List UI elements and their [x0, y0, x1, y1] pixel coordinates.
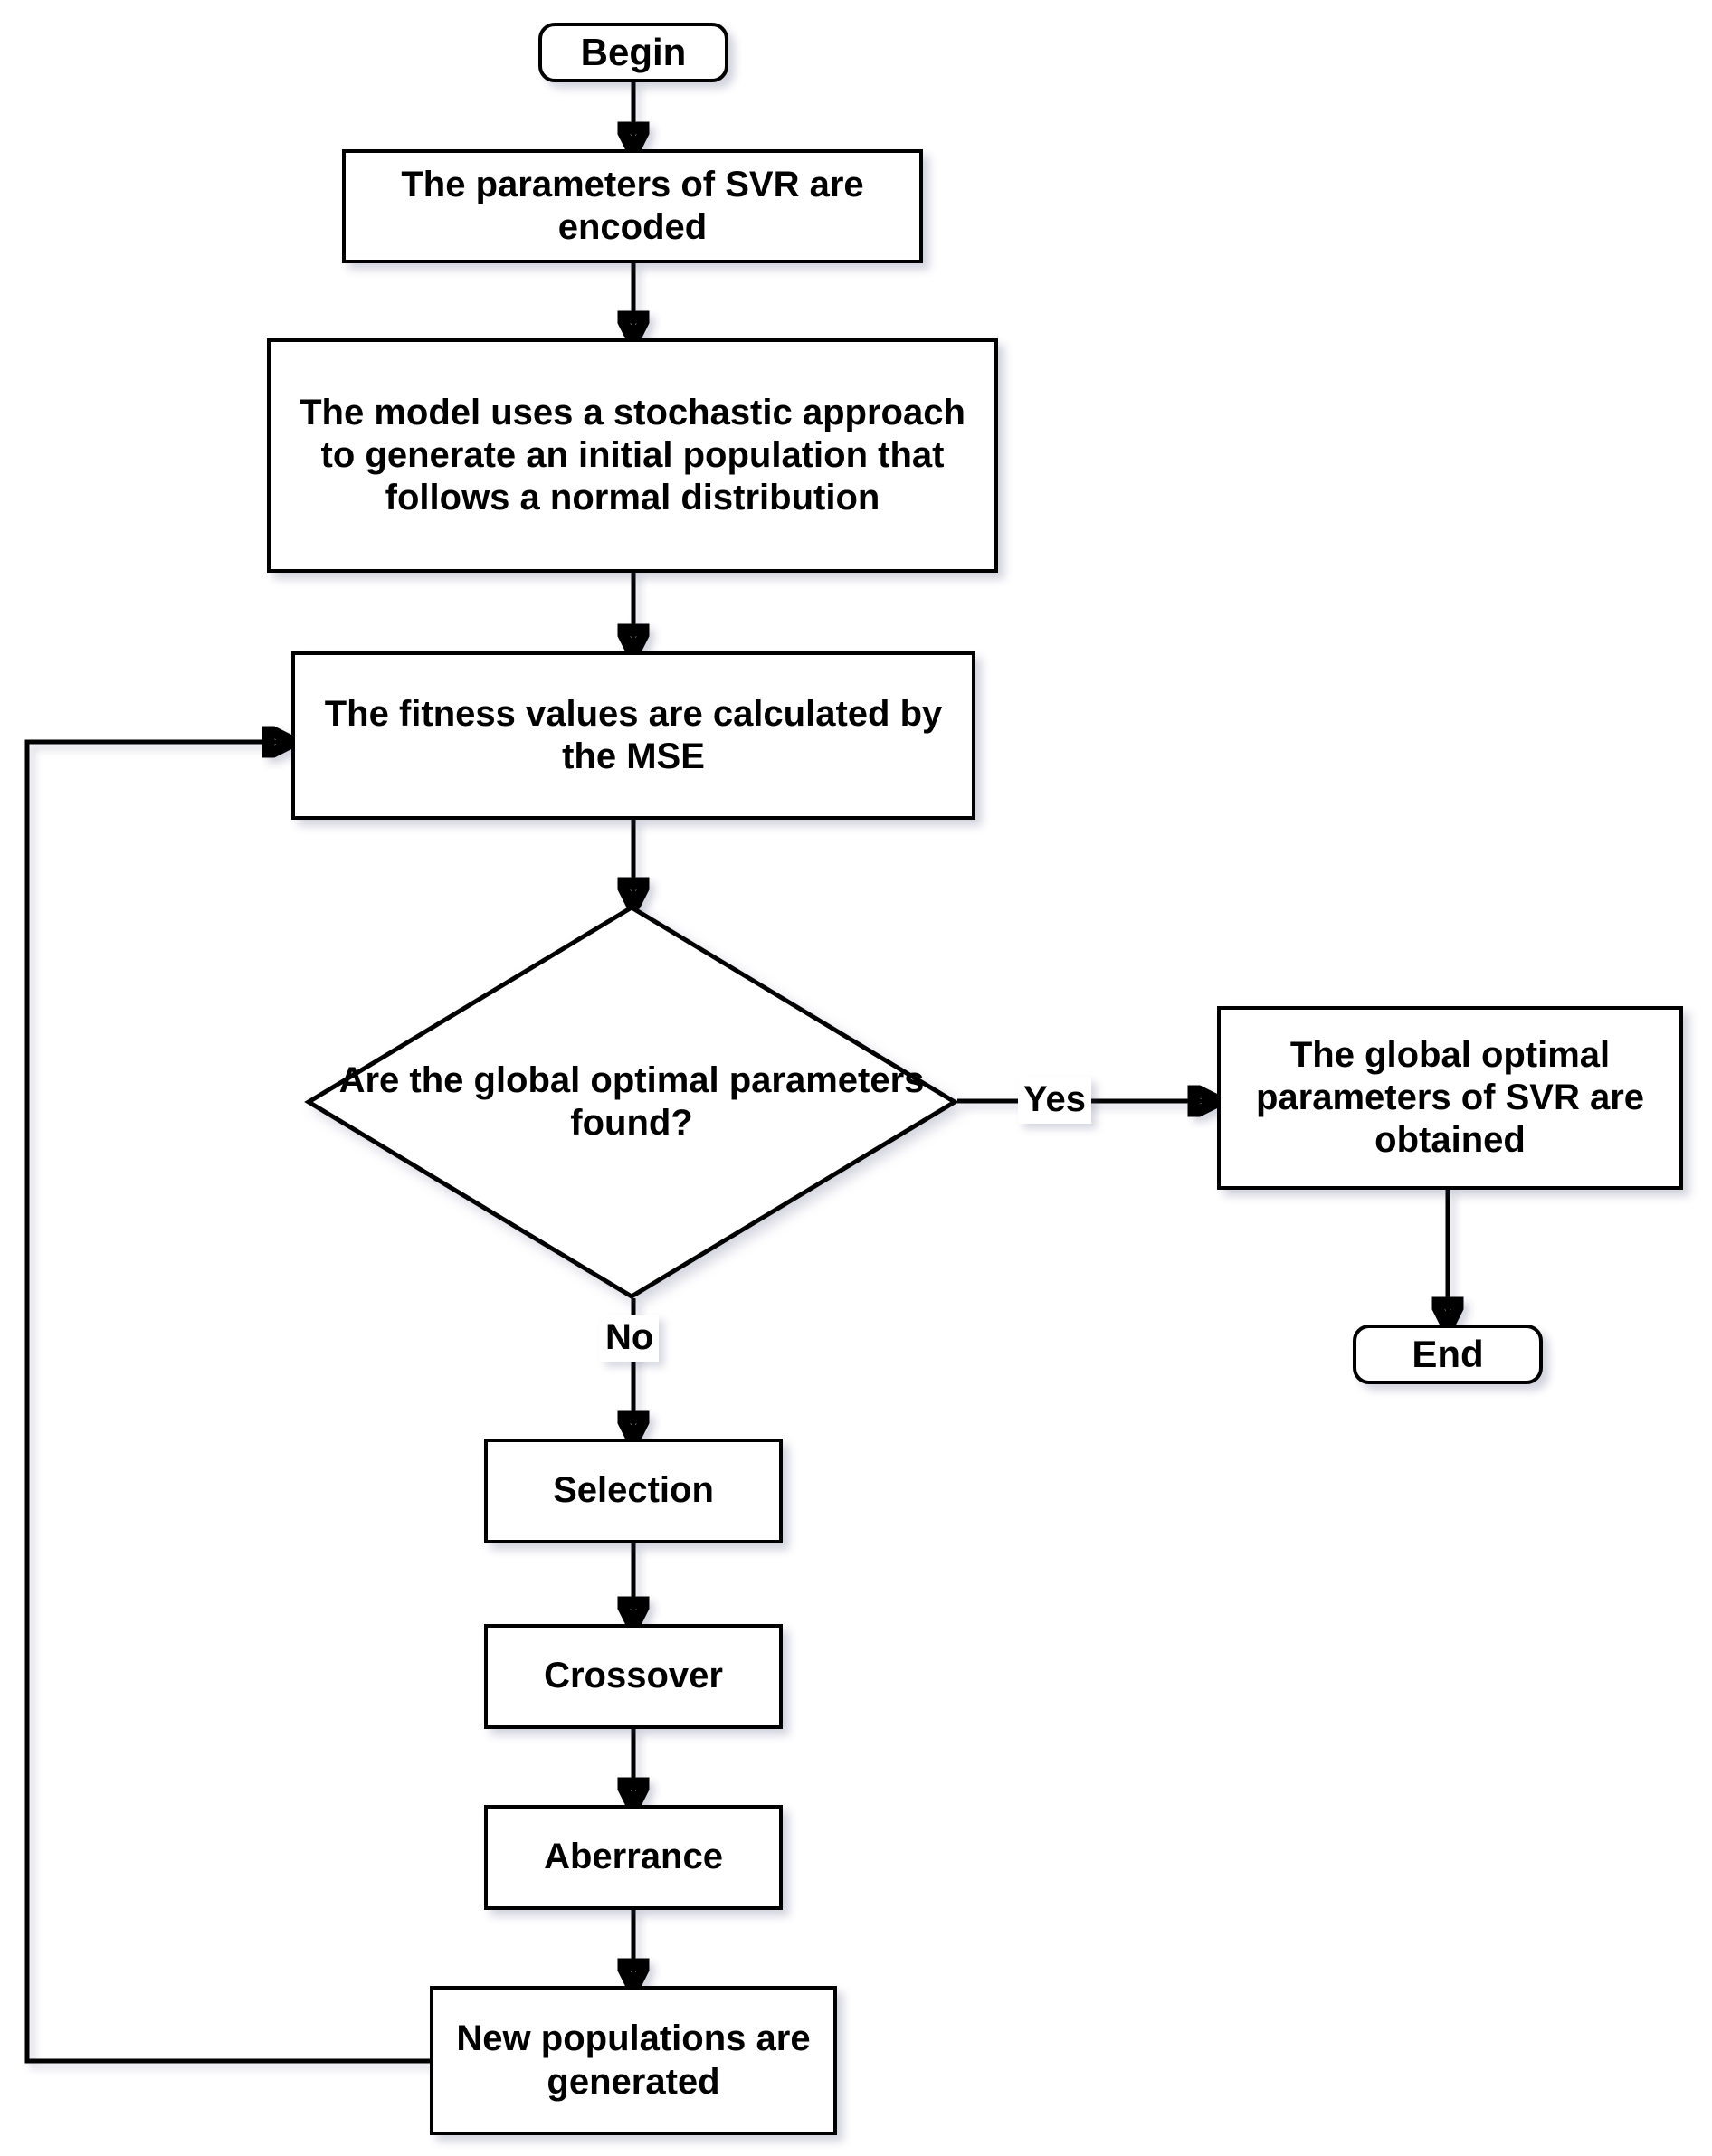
node-end[interactable]: End: [1353, 1325, 1543, 1384]
node-init-population[interactable]: The model uses a stochastic approach to …: [267, 338, 998, 573]
node-selection-label: Selection: [553, 1470, 714, 1511]
node-crossover[interactable]: Crossover: [484, 1624, 783, 1729]
edge-newpop-to-fitness-feedback: [24, 742, 430, 2064]
node-selection[interactable]: Selection: [484, 1439, 783, 1543]
node-aberrance[interactable]: Aberrance: [484, 1805, 783, 1910]
node-begin-label: Begin: [580, 31, 687, 74]
node-fitness-label: The fitness values are calculated by the…: [324, 693, 943, 776]
node-new-populations-label: New populations are generated: [456, 2018, 811, 2102]
node-global-params[interactable]: The global optimal parameters of SVR are…: [1217, 1006, 1683, 1190]
edge-label-no: No: [600, 1315, 660, 1362]
node-encode[interactable]: The parameters of SVR are encoded: [342, 149, 923, 263]
node-decision[interactable]: Are the global optimal parameters found?: [304, 905, 959, 1299]
edge-label-yes: Yes: [1018, 1077, 1091, 1124]
node-global-params-label: The global optimal parameters of SVR are…: [1255, 1034, 1645, 1161]
node-begin[interactable]: Begin: [538, 23, 728, 82]
node-init-population-label: The model uses a stochastic approach to …: [300, 392, 965, 518]
node-end-label: End: [1412, 1333, 1484, 1376]
node-encode-label: The parameters of SVR are encoded: [401, 164, 864, 247]
node-aberrance-label: Aberrance: [544, 1837, 723, 1877]
node-fitness[interactable]: The fitness values are calculated by the…: [291, 651, 975, 820]
node-crossover-label: Crossover: [544, 1656, 723, 1696]
node-new-populations[interactable]: New populations are generated: [430, 1986, 837, 2135]
